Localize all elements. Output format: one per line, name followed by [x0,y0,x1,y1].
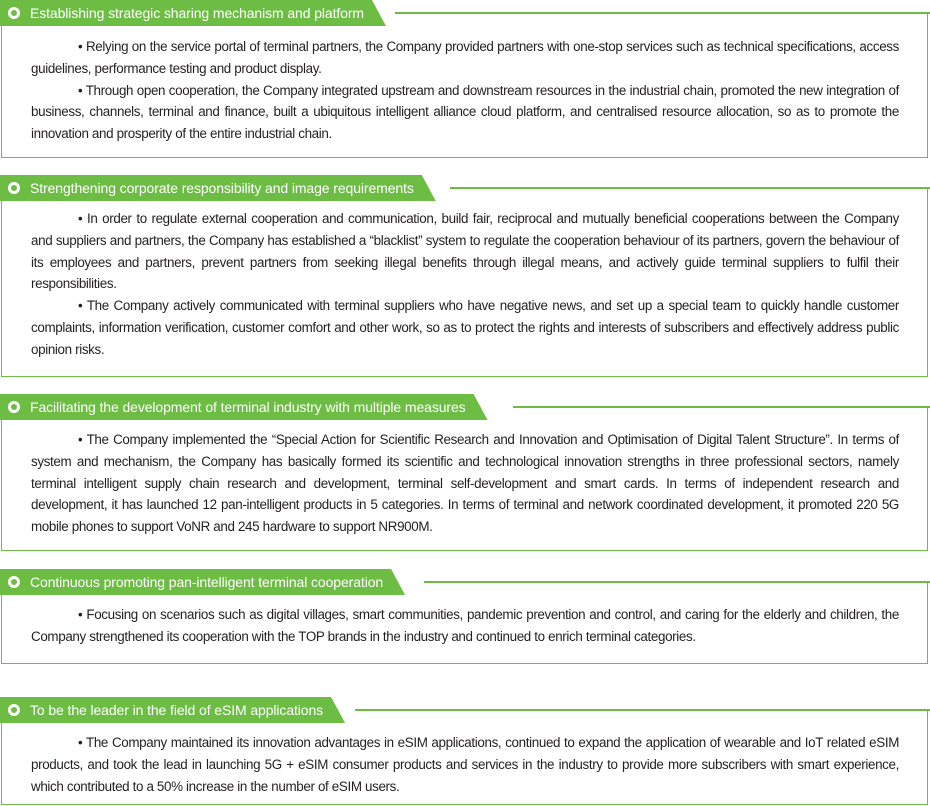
section-title-tab: Continuous promoting pan-intelligent ter… [0,569,405,595]
section-corporate-responsibility: Strengthening corporate responsibility a… [0,175,930,377]
paragraph: • The Company maintained its innovation … [31,735,899,794]
section-strategic-sharing: Establishing strategic sharing mechanism… [0,0,930,158]
paragraph: • In order to regulate external cooperat… [31,211,899,292]
section-title: Continuous promoting pan-intelligent ter… [30,574,384,590]
section-title-tab: Strengthening corporate responsibility a… [0,175,436,201]
paragraph: • The Company actively communicated with… [31,298,899,357]
paragraph: • The Company implemented the “Special A… [31,432,899,535]
section-title: Establishing strategic sharing mechanism… [30,5,364,21]
section-title-tab: To be the leader in the field of eSIM ap… [0,697,345,723]
paragraph: • Relying on the service portal of termi… [31,39,899,76]
target-circle-icon [8,704,20,716]
section-header: Facilitating the development of terminal… [0,394,930,420]
section-header: Establishing strategic sharing mechanism… [0,0,930,26]
section-pan-intelligent: Continuous promoting pan-intelligent ter… [0,569,930,664]
paragraph: • Focusing on scenarios such as digital … [31,607,899,644]
target-circle-icon [8,182,20,194]
section-title-tab: Facilitating the development of terminal… [0,394,488,420]
section-esim: To be the leader in the field of eSIM ap… [0,697,930,805]
section-header: To be the leader in the field of eSIM ap… [0,697,930,723]
section-title: To be the leader in the field of eSIM ap… [30,702,324,718]
section-body: • Relying on the service portal of termi… [1,13,928,158]
target-circle-icon [8,576,20,588]
header-divider [450,187,930,189]
section-body: • Focusing on scenarios such as digital … [1,582,928,664]
section-body: • In order to regulate external cooperat… [1,188,928,377]
header-divider [513,406,930,408]
section-header: Strengthening corporate responsibility a… [0,175,930,201]
section-title: Facilitating the development of terminal… [30,399,466,415]
target-circle-icon [8,401,20,413]
section-title: Strengthening corporate responsibility a… [30,180,414,196]
section-body: • The Company maintained its innovation … [1,710,928,805]
header-divider [395,12,930,14]
section-header: Continuous promoting pan-intelligent ter… [0,569,930,595]
target-circle-icon [8,7,20,19]
header-divider [355,709,930,711]
section-title-tab: Establishing strategic sharing mechanism… [0,0,386,26]
section-terminal-industry: Facilitating the development of terminal… [0,394,930,551]
section-body: • The Company implemented the “Special A… [1,407,928,551]
paragraph: • Through open cooperation, the Company … [31,82,899,142]
header-divider [424,581,930,583]
